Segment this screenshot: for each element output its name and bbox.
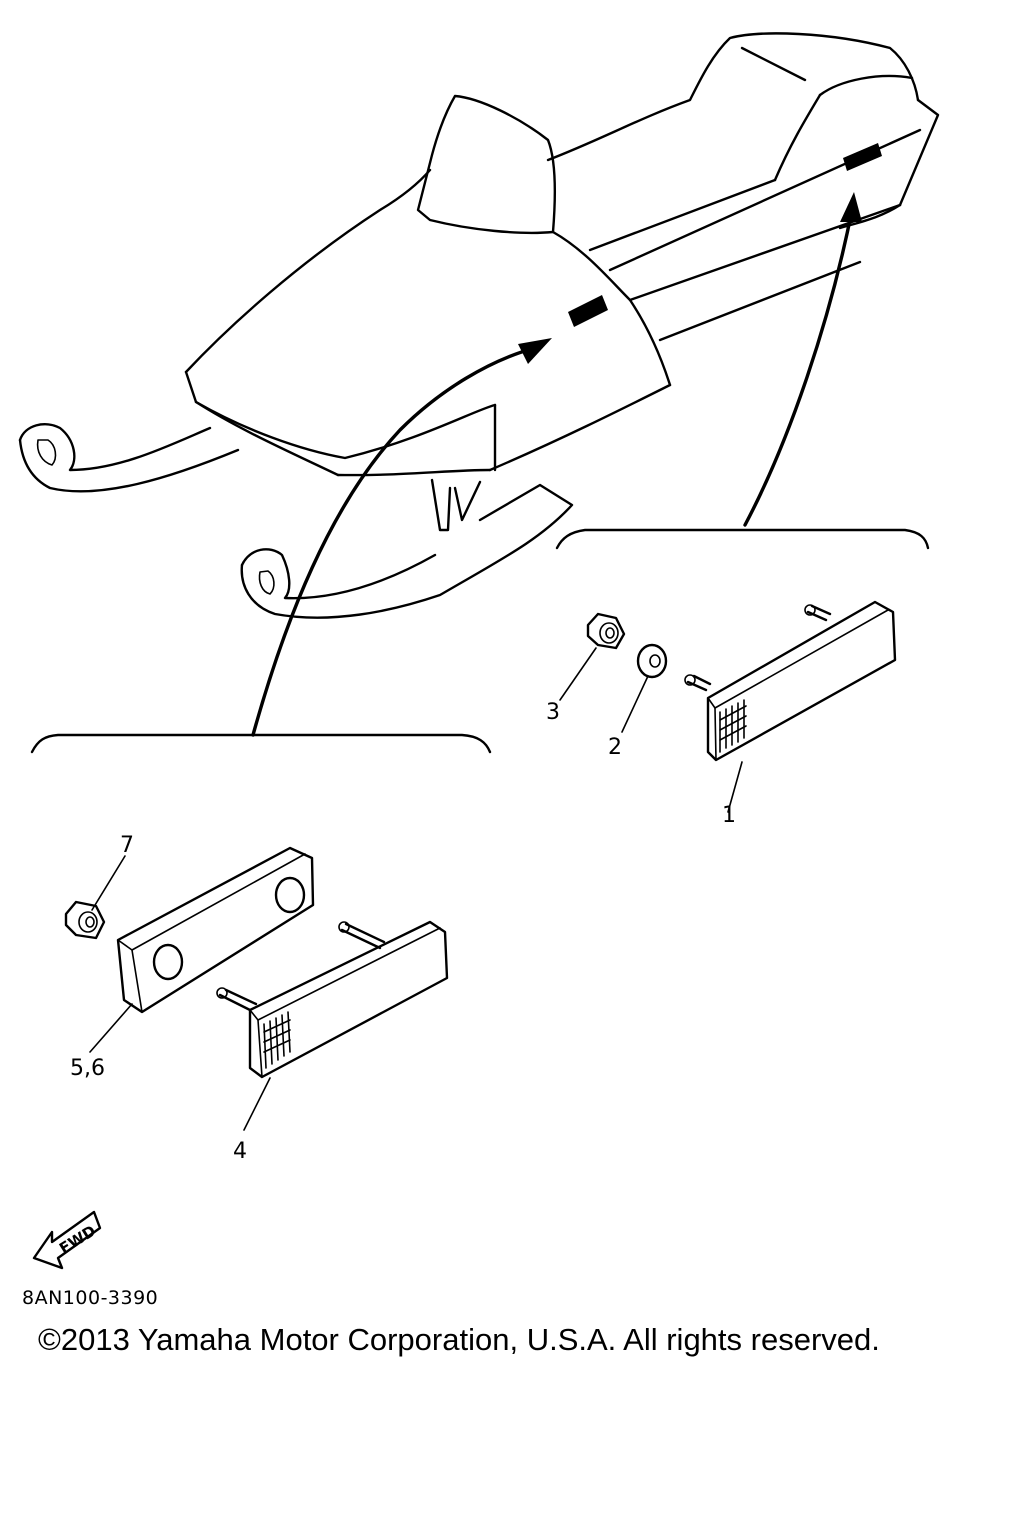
callout-7: 7 <box>120 833 134 858</box>
washer-part <box>636 643 668 679</box>
nut-part-7 <box>64 900 106 940</box>
callout-2: 2 <box>608 735 622 760</box>
location-arrows <box>251 192 862 737</box>
callout-5-6: 5,6 <box>70 1056 105 1081</box>
callout-4: 4 <box>233 1139 247 1164</box>
spacer-plate-part <box>116 846 315 1014</box>
forward-direction-arrow-icon: FWD <box>32 1210 102 1270</box>
snowmobile-illustration <box>18 32 940 619</box>
nut-part-3 <box>586 612 626 650</box>
rear-reflector-part <box>684 600 897 762</box>
callout-3: 3 <box>546 700 560 725</box>
front-reflector-part <box>216 920 449 1079</box>
callout-1: 1 <box>722 803 736 828</box>
catalog-code: 8AN100-3390 <box>22 1287 158 1309</box>
copyright-notice: ©2013 Yamaha Motor Corporation, U.S.A. A… <box>38 1322 880 1357</box>
fwd-label: FWD <box>56 1222 99 1258</box>
section-brackets <box>30 528 930 754</box>
leader-lines <box>89 647 743 1131</box>
